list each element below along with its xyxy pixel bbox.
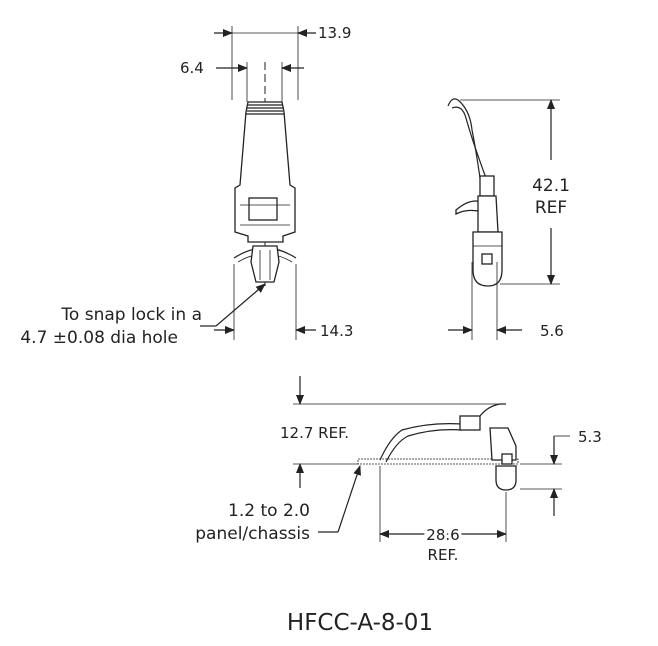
dim-42-1 — [460, 99, 560, 285]
dim-length-value: 28.6 — [426, 526, 459, 544]
dim-5-3 — [520, 435, 570, 516]
front-latch-window — [248, 197, 278, 221]
side-body-upper — [479, 175, 495, 197]
dim-head-height-label: 5.3 — [578, 428, 602, 446]
front-ribs — [246, 104, 284, 115]
dim-side-offset-label: 5.6 — [540, 322, 564, 340]
dim-28-6 — [379, 466, 507, 542]
side-body-mid — [477, 195, 499, 233]
installed-body — [489, 427, 517, 461]
hole-note-line-1: To snap lock in a — [60, 305, 202, 325]
dim-13-9 — [214, 26, 316, 100]
dim-6-4 — [216, 62, 304, 102]
dim-upper-width-label: 6.4 — [180, 59, 204, 77]
dim-side-height-ref: REF — [535, 198, 567, 218]
hole-note-line-2: 4.7 ±0.08 dia hole — [20, 328, 178, 348]
front-snap-prong — [250, 245, 280, 283]
dim-length-ref: REF. — [428, 546, 459, 564]
panel-note-line-2: panel/chassis — [195, 524, 310, 544]
installed-spring-arm — [379, 423, 463, 461]
dim-5-6 — [448, 262, 522, 340]
hole-note-leader — [215, 283, 266, 327]
installed-clip-top — [459, 415, 481, 431]
panel-note-line-1: 1.2 to 2.0 — [228, 501, 310, 521]
front-view: 13.9 6.4 14.3 To snap lock in a 4.7 ±0.0… — [20, 24, 353, 348]
part-number: HFCC-A-8-01 — [287, 610, 433, 636]
front-body — [234, 101, 296, 243]
installed-head — [495, 465, 517, 491]
dim-12-7 — [293, 376, 506, 488]
panel-chassis — [357, 458, 519, 465]
dim-side-height-value: 42.1 — [532, 176, 570, 196]
dim-installed-height-label: 12.7 REF. — [280, 424, 349, 442]
dim-14-3 — [214, 264, 316, 340]
installed-view: 12.7 REF. 5.3 28.6 REF. 1.2 to 2.0 panel… — [195, 376, 602, 564]
panel-note-leader — [337, 465, 361, 533]
dim-base-width-label: 14.3 — [320, 322, 353, 340]
side-view: 42.1 REF 5.6 — [447, 98, 570, 340]
side-spring-arm-outer — [447, 98, 481, 179]
dim-top-width-label: 13.9 — [318, 24, 351, 42]
